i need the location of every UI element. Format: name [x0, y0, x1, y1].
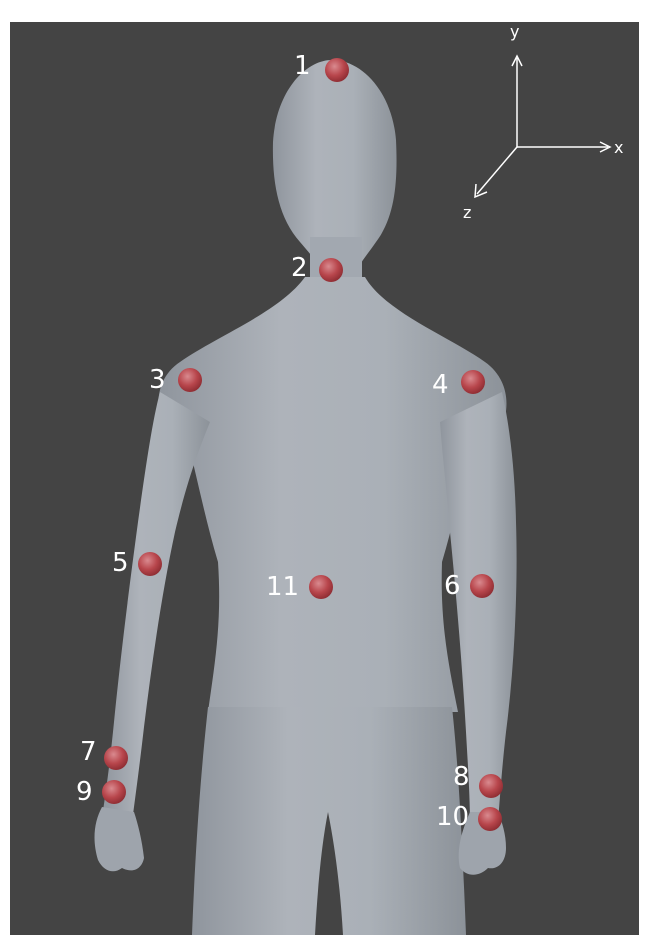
marker-11: [309, 575, 333, 599]
viewport: y x z 1 2 3 4 5 6 7 8 9 10 11: [10, 22, 639, 935]
figure-legs: [192, 707, 466, 935]
marker-label-8: 8: [453, 764, 470, 790]
axis-z-label: z: [463, 205, 471, 221]
marker-4: [461, 370, 485, 394]
marker-5: [138, 552, 162, 576]
marker-label-6: 6: [444, 573, 461, 599]
marker-2: [319, 258, 343, 282]
marker-label-9: 9: [76, 779, 93, 805]
marker-7: [104, 746, 128, 770]
marker-1: [325, 58, 349, 82]
marker-6: [470, 574, 494, 598]
axis-y-label: y: [510, 24, 519, 40]
marker-10: [478, 807, 502, 831]
scene-svg: [10, 22, 639, 935]
marker-label-10: 10: [436, 804, 469, 830]
marker-3: [178, 368, 202, 392]
marker-label-4: 4: [432, 372, 449, 398]
marker-label-2: 2: [291, 255, 308, 281]
axis-z-line: [477, 147, 517, 194]
marker-9: [102, 780, 126, 804]
figure-hand-left: [95, 807, 144, 871]
marker-label-11: 11: [266, 574, 299, 600]
marker-label-3: 3: [149, 367, 166, 393]
axis-x-label: x: [614, 140, 623, 156]
axis-gizmo: [475, 56, 610, 197]
marker-label-5: 5: [112, 550, 129, 576]
marker-8: [479, 774, 503, 798]
marker-label-7: 7: [80, 739, 97, 765]
axis-z-arrowhead: [475, 184, 487, 197]
marker-label-1: 1: [294, 53, 311, 79]
